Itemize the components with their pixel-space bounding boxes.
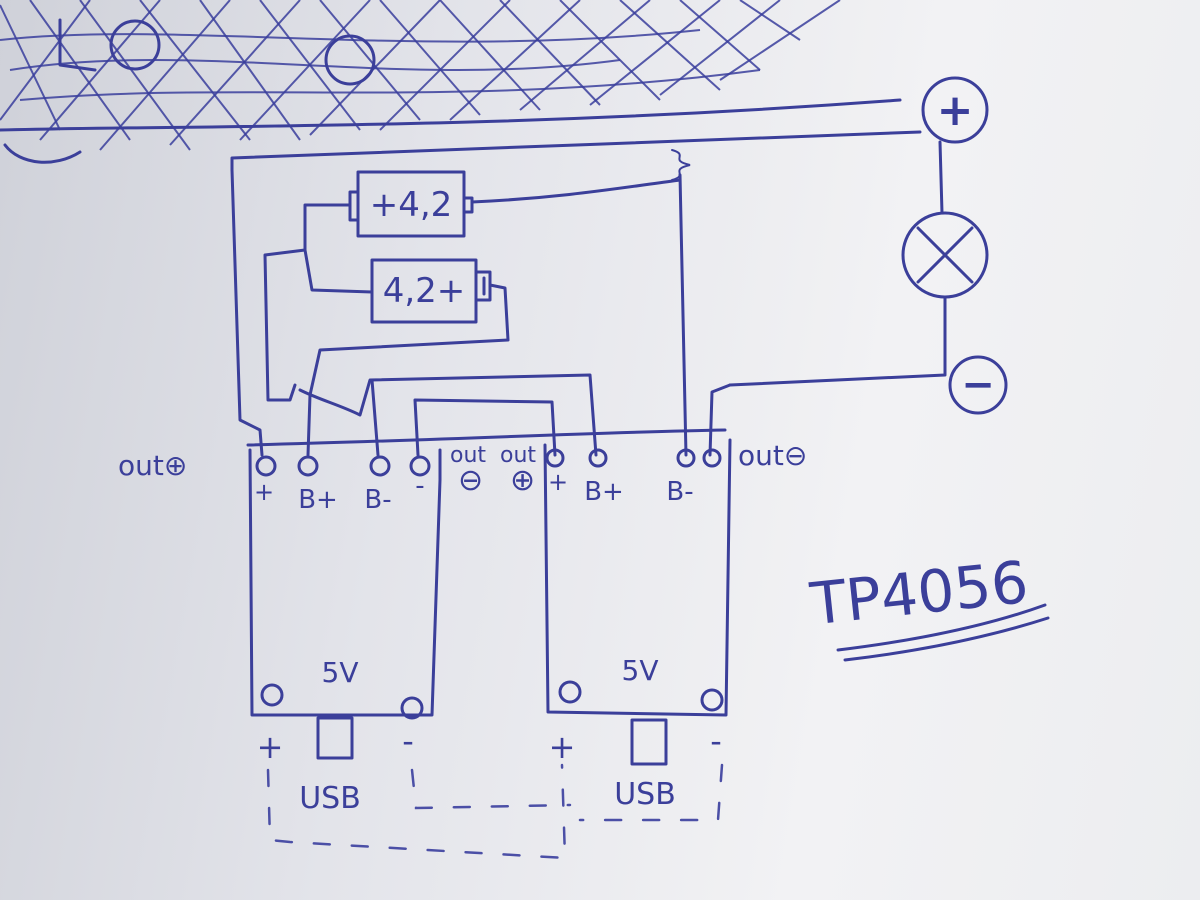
out-minus-right: out⊖ xyxy=(738,439,807,472)
module-right-usb-plus-pad xyxy=(558,680,582,704)
module-right-pin-bplus-label: B+ xyxy=(584,477,624,507)
module-left-usb-label: USB xyxy=(299,781,361,816)
out-minus-mid-symbol: ⊖ xyxy=(458,463,483,498)
modules-top-edge xyxy=(246,428,727,447)
module-right-usb-minus-label: - xyxy=(710,722,722,760)
chip-label-underline xyxy=(836,603,1050,662)
battery-2-label: 4,2+ xyxy=(383,271,466,311)
lamp-plus-label: + xyxy=(937,85,974,136)
module-left-pin-minus-label: - xyxy=(415,471,424,501)
usb-dashed-link xyxy=(266,763,724,860)
module-left-usb-minus-pad xyxy=(400,696,424,720)
module-left-usb-minus-label: - xyxy=(402,722,414,760)
battery-wiring xyxy=(230,149,732,457)
battery-1-label: +4,2 xyxy=(370,185,453,225)
module-left-usb-plus-label: + xyxy=(257,728,284,766)
module-left-voltage: 5V xyxy=(322,656,359,689)
module-left-pin-bminus xyxy=(369,455,391,477)
lamp-plus-terminal xyxy=(921,76,989,144)
module-right-voltage: 5V xyxy=(622,654,659,687)
lamp xyxy=(728,76,1008,415)
module-left-pin-bplus-label: B+ xyxy=(298,485,338,515)
module-right-usb-minus-pad xyxy=(700,688,724,712)
module-right-pin-plus-label: + xyxy=(548,468,568,496)
module-left-pin-plus-label: + xyxy=(254,478,274,506)
module-right-pin-plus xyxy=(545,448,565,468)
module-left-pin-plus xyxy=(255,455,277,477)
module-right xyxy=(543,438,732,766)
chip-label: TP4056 xyxy=(806,548,1031,639)
module-right-pin-bminus xyxy=(676,448,696,468)
module-left-pin-bplus xyxy=(297,455,319,477)
module-right-pin-out-minus xyxy=(702,448,722,468)
module-left-usb-port xyxy=(316,716,354,760)
lamp-minus-terminal xyxy=(948,355,1008,415)
module-left-pin-bminus-label: B- xyxy=(364,485,391,515)
module-left-pin-minus xyxy=(409,455,431,477)
battery-1 xyxy=(348,170,474,238)
module-right-usb-plus-label: + xyxy=(549,728,576,766)
module-right-pin-bminus-label: B- xyxy=(666,477,693,507)
module-left xyxy=(248,448,442,760)
out-plus-mid-text: out xyxy=(500,443,536,468)
scribbled-out-area xyxy=(0,0,902,164)
out-plus-left: out⊕ xyxy=(118,449,187,482)
lamp-minus-label: − xyxy=(961,362,995,408)
out-plus-mid-symbol: ⊕ xyxy=(510,463,535,498)
module-right-usb-label: USB xyxy=(614,777,676,812)
out-minus-mid-text: out xyxy=(450,443,486,468)
module-left-usb-plus-pad xyxy=(260,683,284,707)
top-wire xyxy=(230,130,922,172)
module-right-usb-port xyxy=(630,718,668,766)
module-right-pin-bplus xyxy=(588,448,608,468)
